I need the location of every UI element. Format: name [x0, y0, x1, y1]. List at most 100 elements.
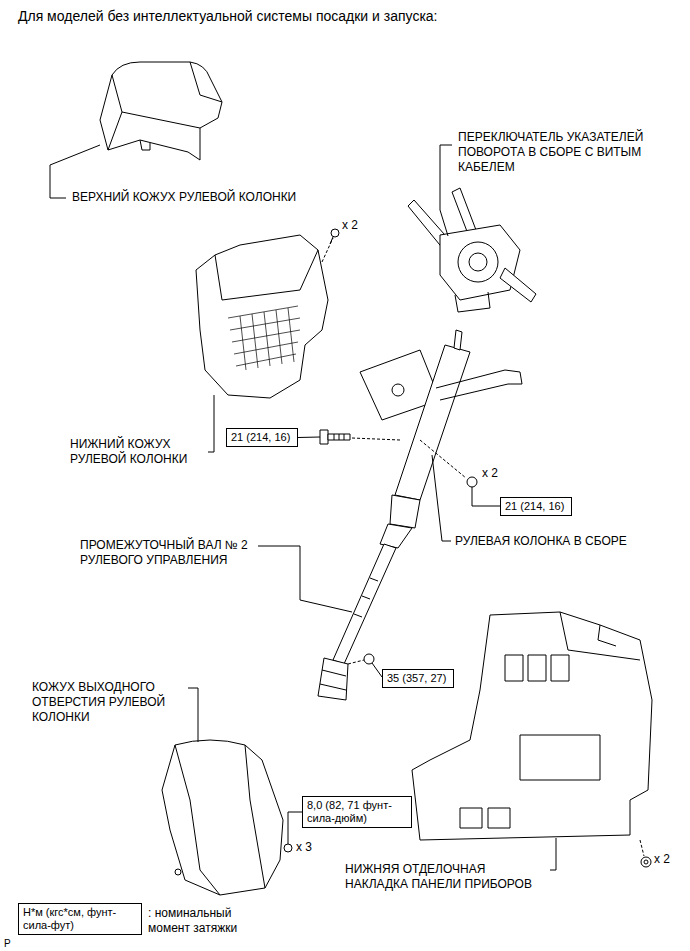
intermediate-shaft: [320, 670, 346, 690]
leader-line: [188, 688, 198, 742]
part-name: НИЖНИЙ КОЖУХ РУЛЕВОЙ КОЛОНКИ: [70, 437, 204, 467]
torque-value: 8,0 (82, 71 фунт-сила-дюйм): [307, 799, 407, 825]
turn-signal-switch: [440, 225, 520, 300]
finish-panel: [598, 625, 616, 646]
part-name: НИЖНЯЯ ОТДЕЛОЧНАЯ НАКЛАДКА ПАНЕЛИ ПРИБОР…: [345, 862, 547, 892]
quantity: x 3: [296, 840, 336, 855]
nut: [644, 860, 648, 864]
torque-box: 21 (214, 16): [500, 497, 572, 516]
hole-cover: [162, 740, 283, 895]
upper-cover: [108, 112, 122, 150]
diagram-title: Для моделей без интеллектуальной системы…: [18, 8, 438, 25]
finish-panel: [560, 612, 640, 660]
finish-panel: [460, 808, 482, 828]
torque-box: 8,0 (82, 71 фунт-сила-дюйм): [302, 796, 412, 828]
finish-panel: [412, 612, 652, 840]
steering-column: [390, 495, 420, 528]
finish-panel: [505, 655, 523, 681]
label-text: x 2: [342, 218, 358, 232]
nut: [640, 840, 644, 856]
legend-note: : номинальный момент затяжки: [148, 906, 248, 936]
finish-panel: [551, 655, 569, 681]
hole-cover: [175, 745, 220, 895]
screw: [331, 229, 339, 237]
legend-box: Н*м (кгс*см, фунт-сила-фут): [18, 903, 142, 935]
hole-cover: [245, 745, 265, 888]
finish-panel: [528, 655, 546, 681]
upper-cover: [112, 75, 200, 128]
lower-cover: [228, 306, 300, 370]
intermediate-shaft: [333, 544, 396, 664]
quantity: x 2: [342, 218, 382, 233]
quantity: x 2: [482, 466, 522, 481]
leader-line: [258, 546, 352, 612]
intermediate-shaft: [318, 658, 348, 700]
leader-line: [50, 145, 556, 870]
label-text: P: [4, 938, 11, 949]
turn-signal-switch: [455, 292, 490, 312]
bolt: [348, 660, 364, 664]
bolt: [472, 487, 500, 506]
screw: [284, 844, 292, 852]
nut: [640, 840, 651, 867]
part-name: ПЕРЕКЛЮЧАТЕЛЬ УКАЗАТЕЛЕЙ ПОВОРОТА В СБОР…: [458, 130, 670, 175]
steering-column: [436, 370, 522, 400]
bolt: [348, 654, 382, 677]
leader-line: [432, 455, 451, 541]
figure-mark: P: [4, 936, 18, 951]
label-text: ПРОМЕЖУТОЧНЫЙ ВАЛ № 2 РУЛЕВОГО УПРАВЛЕНИ…: [80, 538, 248, 567]
bolt: [320, 430, 400, 444]
part-name: РУЛЕВАЯ КОЛОНКА В СБОРЕ: [455, 534, 680, 549]
bolt: [334, 434, 344, 440]
quantity: x 2: [654, 852, 688, 867]
turn-signal-switch: [458, 242, 498, 282]
finish-panel: [520, 735, 600, 780]
part-name: ПРОМЕЖУТОЧНЫЙ ВАЛ № 2 РУЛЕВОГО УПРАВЛЕНИ…: [80, 538, 280, 568]
torque-box: 21 (214, 16): [226, 428, 298, 447]
part-name: КОЖУХ ВЫХОДНОГО ОТВЕРСТИЯ РУЛЕВОЙ КОЛОНК…: [32, 680, 184, 725]
label-text: x 2: [654, 852, 670, 866]
leader-line: [550, 838, 556, 870]
bolt: [328, 434, 350, 440]
turn-signal-switch: [408, 188, 536, 312]
screw: [322, 238, 333, 262]
label-text: НИЖНИЙ КОЖУХ РУЛЕВОЙ КОЛОНКИ: [70, 437, 187, 466]
label-text: x 2: [482, 466, 498, 480]
label-text: НИЖНЯЯ ОТДЕЛОЧНАЯ НАКЛАДКА ПАНЕЛИ ПРИБОР…: [345, 862, 532, 891]
leader-line: [298, 437, 320, 439]
turn-signal-switch: [469, 253, 487, 271]
bolt: [320, 430, 328, 444]
lower-cover: [240, 308, 294, 370]
label-text: РУЛЕВАЯ КОЛОНКА В СБОРЕ: [455, 534, 627, 548]
upper-cover: [190, 62, 222, 102]
upper-cover: [100, 62, 222, 160]
label-text: ВЕРХНИЙ КОЖУХ РУЛЕВОЙ КОЛОНКИ: [72, 190, 296, 204]
label-text: КОЖУХ ВЫХОДНОГО ОТВЕРСТИЯ РУЛЕВОЙ КОЛОНК…: [32, 680, 165, 724]
steering-column: [454, 330, 462, 350]
torque-value: Н*м (кгс*см, фунт-сила-фут): [23, 906, 137, 932]
lower-cover: [196, 235, 328, 398]
turn-signal-switch: [452, 188, 476, 234]
nut: [641, 857, 651, 867]
leader-line: [440, 145, 452, 236]
steering-column: [395, 345, 470, 500]
finish-panel: [488, 808, 510, 828]
torque-value: 21 (214, 16): [505, 500, 567, 513]
leader-line: [208, 395, 214, 452]
intermediate-shaft: [354, 578, 378, 617]
torque-box: 35 (357, 27): [382, 669, 454, 688]
bolt: [420, 440, 500, 506]
screw: [288, 812, 302, 844]
finish-panel: [412, 612, 652, 840]
bolt: [364, 654, 374, 664]
torque-value: 21 (214, 16): [231, 431, 293, 444]
part-name: ВЕРХНИЙ КОЖУХ РУЛЕВОЙ КОЛОНКИ: [72, 190, 352, 205]
lower-cover: [196, 235, 328, 398]
torque-value: 35 (357, 27): [387, 672, 449, 685]
bolt: [420, 440, 466, 478]
upper-cover: [140, 140, 150, 150]
hole-cover: [162, 740, 283, 895]
bolt: [372, 663, 382, 677]
illustration: [50, 62, 652, 895]
screw: [322, 229, 339, 262]
